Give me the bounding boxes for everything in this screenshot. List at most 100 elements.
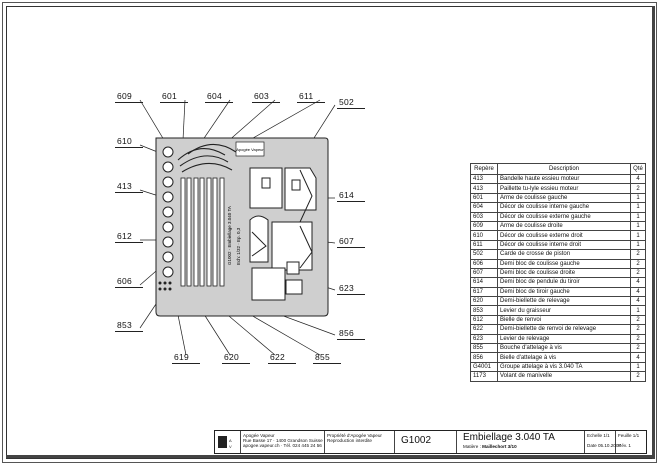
date-label: Date 05.10.2007	[587, 443, 621, 449]
cell-desc: Décor de coulisse interne gauche	[497, 202, 631, 213]
cell-qty: 2	[630, 343, 646, 354]
callout-853: 853	[115, 320, 143, 332]
svg-text:V: V	[229, 444, 232, 449]
cell-qty: 2	[630, 258, 646, 269]
header-qty: Qté	[630, 163, 646, 175]
company-line-3: apogee.vapeur.ch · Tél. 024 445 24 56	[243, 443, 322, 449]
cell-ref: 502	[470, 249, 498, 260]
callout-610: 610	[115, 136, 143, 148]
cell-qty: 1	[630, 230, 646, 241]
cell-qty: 4	[630, 352, 646, 363]
company-logo: A V	[215, 431, 241, 453]
cell-ref: 855	[470, 343, 498, 354]
company-info: Apogée Vapeur Rue Basse 17 · 1400 Grands…	[241, 431, 325, 453]
cell-desc: Demi bloc de tiroir gauche	[497, 286, 631, 298]
scale-date-cell: Echelle 1/1 Date 05.10.2007	[585, 431, 621, 453]
cell-desc: Décor de coulisse externe gauche	[497, 211, 631, 222]
property-notice: Propriété d'Apogée Vapeur Reproduction i…	[325, 431, 395, 453]
company-line-1: Apogée Vapeur	[243, 433, 275, 438]
material-label: Matière :	[463, 444, 481, 449]
callout-622: 622	[268, 352, 296, 364]
cell-qty: 2	[630, 333, 646, 345]
callout-620: 620	[222, 352, 250, 364]
cell-desc: Demi bloc de coulisse gauche	[497, 258, 631, 269]
cell-qty: 2	[630, 267, 646, 279]
drawing-title-cell: Embiellage 3.040 TA Matière : Maillechor…	[457, 431, 585, 453]
property-line-2: Reproduction interdite	[327, 438, 372, 444]
small-dots	[158, 281, 172, 291]
cell-ref: 413	[470, 173, 498, 185]
cell-ref: 609	[470, 220, 498, 232]
cell-ref: 853	[470, 305, 498, 316]
callout-609: 609	[115, 91, 143, 103]
cell-qty: 1	[630, 305, 646, 316]
cell-ref: 1173	[470, 371, 498, 382]
cell-desc: Bielle de renvoi	[497, 314, 631, 326]
cell-desc: Demi bloc de pendule du tiroir	[497, 277, 631, 288]
drawing-number-cell: G1002	[395, 431, 457, 453]
title-block: A V Apogée Vapeur Rue Basse 17 · 1400 Gr…	[214, 430, 647, 454]
cell-desc: Volant de manivelle	[497, 371, 631, 382]
slide-blocks	[249, 167, 317, 301]
cell-desc: Arme de coulisse droite	[497, 220, 631, 232]
sheet-shadow-right	[652, 6, 655, 459]
svg-text:A: A	[229, 438, 232, 443]
cell-ref: 603	[470, 211, 498, 222]
callout-502: 502	[337, 97, 365, 109]
sheet-shadow-bottom	[6, 455, 655, 458]
callout-601: 601	[160, 91, 188, 103]
drawing-title: Embiellage 3.040 TA	[463, 432, 555, 443]
lever-shapes	[251, 169, 313, 269]
etching-fret: Apogée Vapeur G1002 · Embiellage 3.040 T…	[155, 137, 329, 317]
cell-ref: 601	[470, 192, 498, 204]
connecting-rods	[180, 177, 225, 287]
property-line-1: Propriété d'Apogée Vapeur	[327, 433, 382, 438]
cell-qty: 1	[630, 220, 646, 232]
cell-desc: Bouche d'attelage à vis	[497, 343, 631, 354]
cell-ref: 413	[470, 183, 498, 194]
washer-parts	[162, 146, 174, 278]
cell-ref: 610	[470, 230, 498, 241]
cell-ref: 856	[470, 352, 498, 363]
company-line-2: Rue Basse 17 · 1400 Grandson Suisse	[243, 438, 323, 444]
cell-qty: 4	[630, 286, 646, 298]
callout-607: 607	[337, 236, 365, 248]
apogee-logo-tag: Apogée Vapeur	[235, 141, 264, 157]
cell-desc: Paillette tu-lyle essieu moteur	[497, 183, 631, 194]
callout-603: 603	[252, 91, 280, 103]
cell-qty: 1	[630, 211, 646, 222]
cell-desc: Levier du graisseur	[497, 305, 631, 316]
cell-ref: 622	[470, 324, 498, 335]
cell-desc: Carde de crosse de piston	[497, 249, 631, 260]
cell-qty: 1	[630, 202, 646, 213]
parts-table-header: Repère Description Qté	[470, 163, 646, 175]
cell-qty: 1	[630, 239, 646, 251]
drawing-number: G1002	[401, 435, 432, 446]
cell-ref: 612	[470, 314, 498, 326]
cell-desc: Demi-biellette de renvoi de relevage	[497, 324, 631, 335]
cell-qty: 2	[630, 249, 646, 260]
callout-856: 856	[337, 328, 365, 340]
